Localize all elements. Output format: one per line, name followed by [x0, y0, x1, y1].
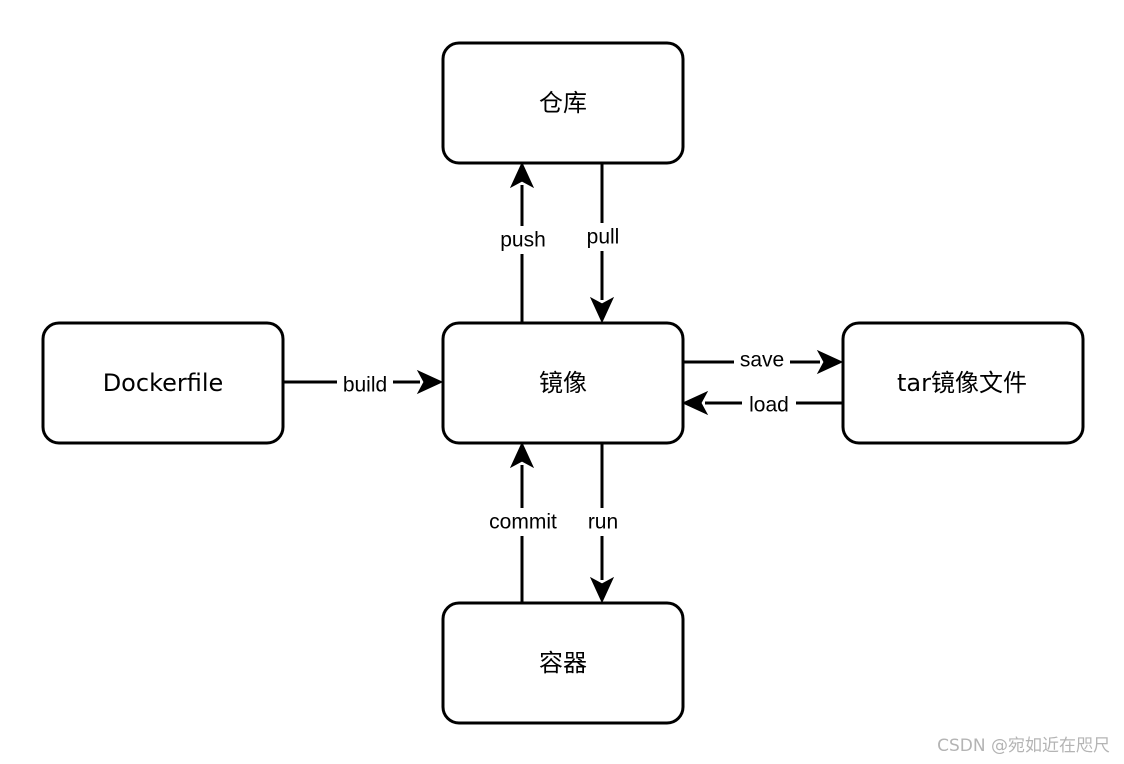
pull-label: pull [587, 226, 620, 249]
image-node-label: 镜像 [539, 369, 587, 397]
push-label: push [500, 229, 546, 252]
load-arrowhead [681, 390, 709, 416]
run-label: run [588, 511, 618, 534]
repository-node-label: 仓库 [539, 89, 587, 117]
dockerfile-node-label: Dockerfile [103, 369, 224, 397]
repository-node: 仓库 [441, 41, 685, 165]
load-label: load [749, 394, 789, 417]
tar-file-node-label: tar镜像文件 [897, 369, 1027, 397]
push-arrowhead [509, 161, 535, 189]
commit-arrowhead [509, 441, 535, 469]
save-arrowhead [816, 349, 844, 375]
container-node: 容器 [441, 601, 685, 725]
build-arrowhead [416, 369, 444, 395]
build-label: build [343, 374, 387, 397]
pull-arrowhead [589, 296, 615, 324]
commit-label: commit [489, 511, 557, 534]
dockerfile-node: Dockerfile [41, 321, 285, 445]
container-node-label: 容器 [539, 649, 587, 677]
run-arrowhead [589, 576, 615, 604]
image-node: 镜像 [441, 321, 685, 445]
csdn-watermark: CSDN @宛如近在咫尺 [937, 736, 1110, 756]
tar-file-node: tar镜像文件 [841, 321, 1085, 445]
save-label: save [740, 349, 784, 372]
